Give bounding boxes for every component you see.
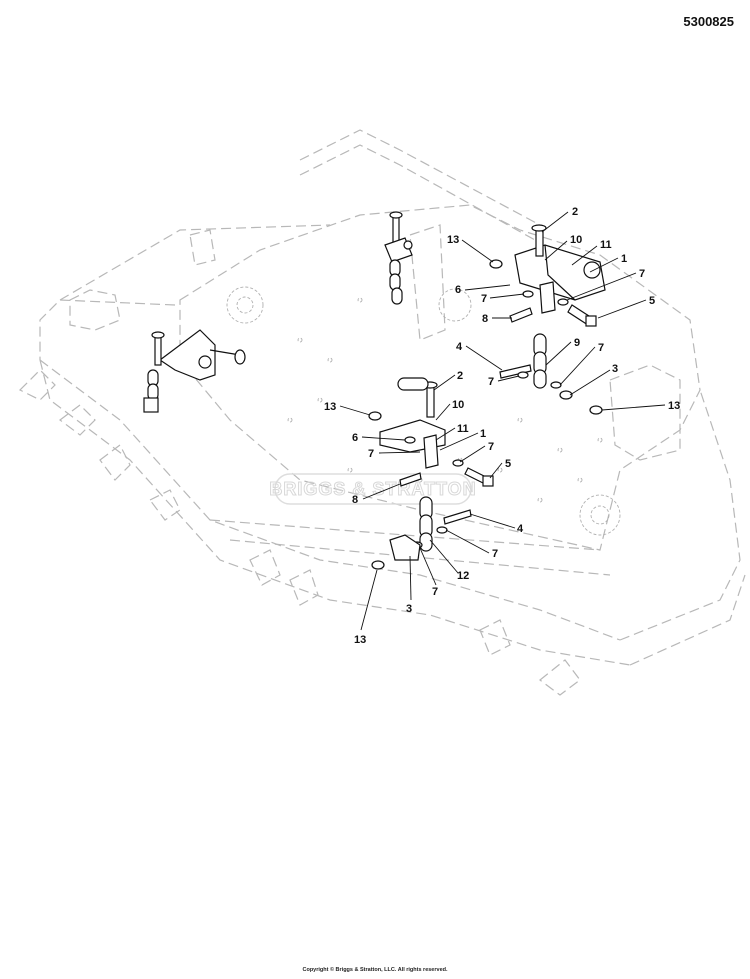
page-number: 5300825	[683, 14, 734, 29]
svg-text:BRIGGS & STRATTON: BRIGGS & STRATTON	[269, 479, 476, 499]
callout-label: 12	[457, 570, 469, 582]
callout-labels: 2 13 10 11 1 6 7 7 5 8 4 9 7 7 3 13 13 2…	[324, 206, 680, 646]
callout-label: 10	[452, 399, 464, 411]
callout-label: 13	[668, 400, 680, 412]
callout-label: 10	[570, 234, 582, 246]
upper-hanger-assembly	[489, 224, 606, 415]
leader-lines	[339, 211, 666, 631]
callout-label: 5	[649, 295, 655, 307]
brand-watermark: BRIGGS & STRATTON	[269, 473, 476, 505]
callout-label: 1	[621, 253, 627, 265]
callout-label: 7	[492, 548, 498, 560]
callout-label: 1	[480, 428, 486, 440]
callout-label: 7	[488, 441, 494, 453]
callout-label: 11	[600, 239, 612, 251]
callout-label: 5	[505, 458, 511, 470]
rear-left-hanger-assembly	[384, 211, 413, 305]
callout-label: 2	[457, 370, 463, 382]
callout-label: 7	[488, 376, 494, 388]
callout-label: 13	[447, 234, 459, 246]
center-hanger-assembly	[368, 377, 494, 570]
callout-label: 7	[432, 586, 438, 598]
callout-label: 13	[354, 634, 366, 646]
callout-label: 8	[352, 494, 358, 506]
mower-deck-outline	[18, 129, 746, 696]
callout-label: 3	[406, 603, 412, 615]
callout-label: 6	[455, 284, 461, 296]
callout-label: 4	[456, 341, 463, 353]
callout-label: 7	[368, 448, 374, 460]
callout-label: 2	[572, 206, 578, 218]
callout-label: 6	[352, 432, 358, 444]
callout-label: 7	[598, 342, 604, 354]
callout-label: 7	[481, 293, 487, 305]
callout-label: 9	[574, 337, 580, 349]
callout-label: 7	[639, 268, 645, 280]
callout-label: 4	[517, 523, 524, 535]
callout-label: 13	[324, 401, 336, 413]
left-hanger-assembly	[143, 329, 246, 413]
copyright-notice: Copyright © Briggs & Stratton, LLC. All …	[302, 967, 448, 973]
callout-label: 8	[482, 313, 488, 325]
callout-label: 3	[612, 363, 618, 375]
callout-label: 11	[457, 423, 469, 435]
